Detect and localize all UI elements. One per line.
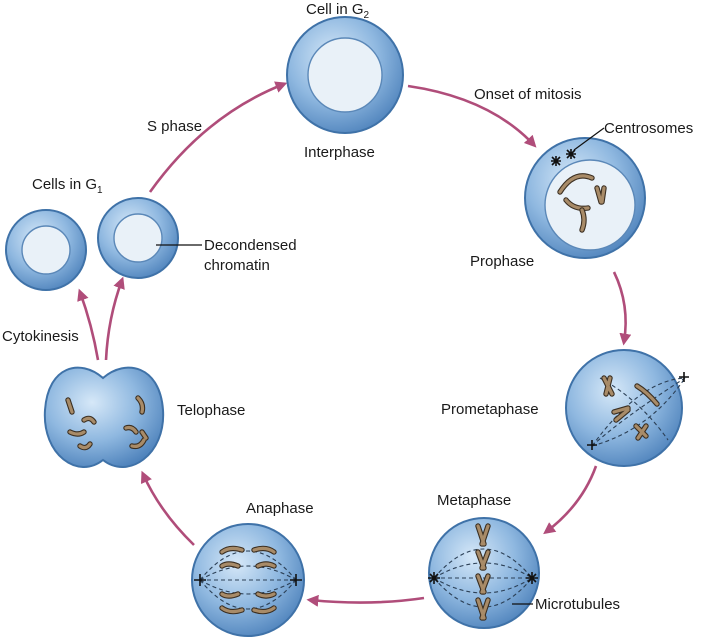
label-telophase: Telophase [177, 402, 245, 419]
centrosome-prometa-a-icon [587, 440, 597, 450]
label-prometaphase: Prometaphase [441, 401, 539, 418]
label-cell-in-g2: Cell in G2 [306, 1, 370, 21]
arrow-prophase-to-prometaphase [612, 271, 632, 346]
centrosome-ana-a-icon [194, 574, 206, 586]
cell-prometaphase [565, 349, 689, 467]
label-decondensed: Decondensed [204, 237, 297, 254]
label-interphase: Interphase [304, 144, 375, 161]
arrow-cytokinesis-right [104, 276, 125, 361]
label-onset-of-mitosis: Onset of mitosis [474, 86, 582, 103]
centrosome-prometa-b-icon [679, 372, 689, 382]
cell-anaphase [191, 523, 305, 637]
cell-metaphase [428, 517, 540, 629]
label-prophase: Prophase [470, 253, 534, 270]
arrow-metaphase-to-anaphase [306, 594, 425, 607]
centrosome-ana-b-icon [290, 574, 302, 586]
label-metaphase: Metaphase [437, 492, 511, 509]
cell-g1-left [5, 209, 87, 291]
centrosome-meta-b-icon [526, 572, 538, 584]
cell-g1-right [97, 197, 179, 279]
cell-g2 [286, 16, 404, 134]
label-cells-in-g1: Cells in G1 [32, 176, 103, 196]
centrosome-meta-a-icon [428, 572, 440, 584]
arrow-onset-of-mitosis [407, 84, 537, 148]
label-chromatin: chromatin [204, 257, 270, 274]
cell-telophase [43, 366, 165, 468]
arrow-prometaphase-to-metaphase [543, 465, 598, 535]
cell-prophase [524, 137, 646, 259]
label-s-phase: S phase [147, 118, 202, 135]
arrow-anaphase-to-telophase [140, 470, 195, 546]
label-centrosomes: Centrosomes [604, 120, 693, 137]
label-microtubules: Microtubules [535, 596, 620, 613]
label-cytokinesis: Cytokinesis [2, 328, 79, 345]
arrow-s-phase [148, 81, 288, 193]
leader-centrosomes [573, 127, 605, 151]
label-anaphase: Anaphase [246, 500, 314, 517]
arrow-cytokinesis-left [77, 288, 100, 361]
